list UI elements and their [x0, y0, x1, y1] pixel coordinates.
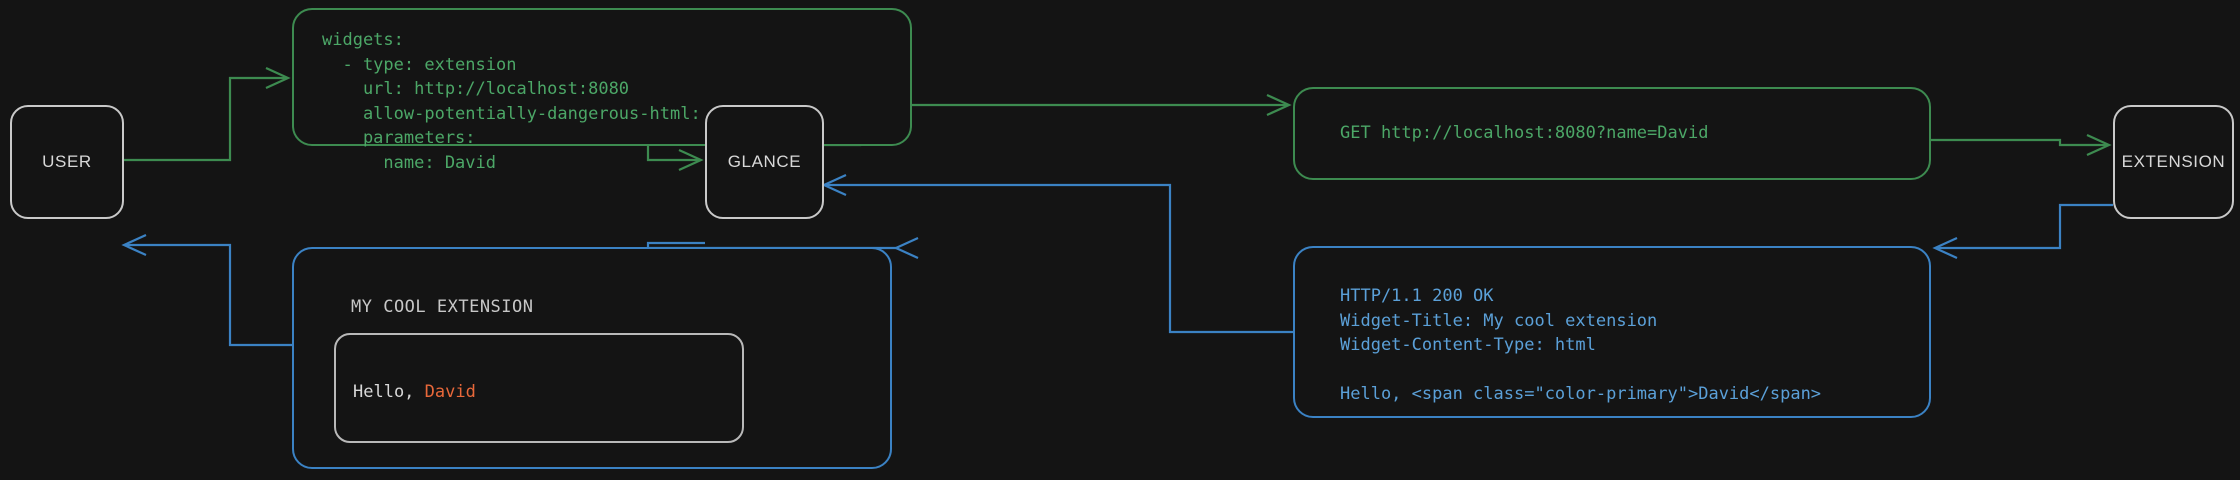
widget-greeting-name: David [424, 382, 476, 402]
http-request-code: GET http://localhost:8080?name=David [1340, 123, 1709, 143]
wire-extension-to-response [1932, 203, 2113, 260]
yaml-config-code: widgets: - type: extension url: http://l… [322, 30, 752, 173]
panel-rendered-widget: MY COOL EXTENSION Hello, David [292, 247, 892, 469]
wire-request-to-extension [1931, 133, 2112, 157]
node-extension-label: EXTENSION [2121, 152, 2226, 171]
panel-http-request: GET http://localhost:8080?name=David [1293, 87, 1931, 180]
panel-http-response: HTTP/1.1 200 OK Widget-Title: My cool ex… [1293, 246, 1931, 418]
node-user[interactable]: USER [10, 105, 124, 219]
widget-content-card: Hello, David [334, 333, 744, 443]
http-response-code: HTTP/1.1 200 OK Widget-Title: My cool ex… [1340, 286, 1822, 404]
node-glance-label: GLANCE [727, 152, 802, 171]
widget-title: MY COOL EXTENSION [351, 297, 534, 317]
wire-widget-to-user [121, 233, 292, 347]
widget-greeting: Hello, David [353, 382, 476, 402]
wire-user-to-config [120, 66, 291, 162]
widget-greeting-prefix: Hello, [353, 382, 425, 402]
wire-response-to-glance [821, 173, 1293, 334]
node-user-label: USER [42, 152, 92, 171]
panel-yaml-config: widgets: - type: extension url: http://l… [292, 8, 912, 173]
node-extension[interactable]: EXTENSION [2113, 105, 2234, 219]
node-glance[interactable]: GLANCE [705, 105, 824, 219]
